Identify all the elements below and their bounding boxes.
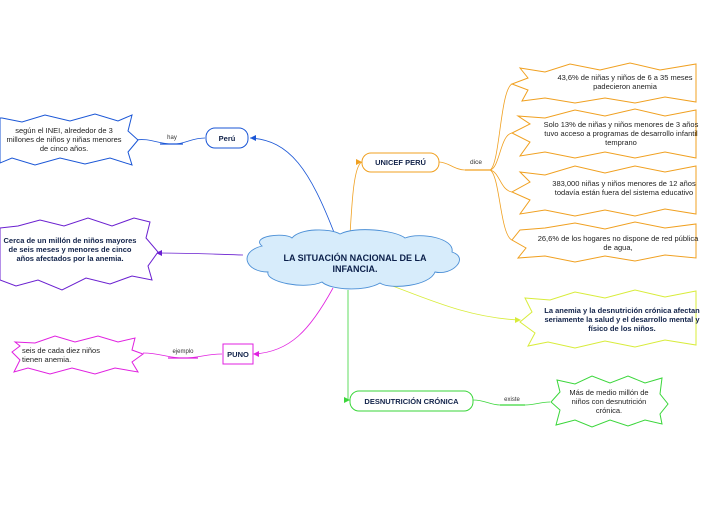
unicef-child-1-text[interactable]: 43,6% de niñas y niños de 6 a 35 meses p… (557, 73, 693, 91)
anemia-text[interactable]: La anemia y la desnutrición crónica afec… (544, 306, 700, 333)
million-text[interactable]: Cerca de un millón de niños mayores de s… (3, 236, 137, 263)
puno-child-text[interactable]: seis de cada diez niños tienen anemia. (22, 346, 100, 364)
unicef-link-label: dice (470, 159, 482, 166)
desnutricion-link-label: existe (504, 397, 520, 403)
connector-unicef (349, 161, 363, 236)
connector-peru (249, 137, 336, 236)
puno-node-shape (222, 343, 254, 365)
puno-node-label[interactable]: PUNO (227, 350, 249, 359)
unicef-child-3-text[interactable]: 383,000 niñas y niños menores de 12 años… (552, 179, 696, 197)
arrow-peru (250, 135, 256, 141)
desnutricion-child-text[interactable]: Más de medio millón de niños con desnutr… (569, 388, 649, 415)
connector-unicef-c4 (489, 169, 513, 241)
central-title[interactable]: LA SITUACIÓN NACIONAL DE LA INFANCIA. (283, 253, 427, 274)
unicef-child-4-text[interactable]: 26,6% de los hogares no dispone de red p… (537, 234, 699, 252)
desnutricion-node-shape (349, 390, 474, 412)
connector-unicef-c2 (489, 132, 513, 171)
unicef-node-shape (361, 152, 440, 173)
peru-child-starburst (0, 113, 139, 166)
million-starburst (0, 217, 159, 291)
puno-link-label: ejemplo (172, 349, 194, 355)
peru-child-text[interactable]: según el INEI, alrededor de 3 millones d… (6, 126, 122, 153)
unicef-child-2-text[interactable]: Solo 13% de niñas y niños menores de 3 a… (543, 120, 699, 147)
connector-anemia (389, 284, 521, 321)
connector-unicef-c1 (489, 83, 513, 171)
peru-node-shape (205, 127, 249, 149)
desnutricion-child-starburst (550, 375, 669, 428)
arrow-anemia (515, 317, 521, 323)
connector-desnutricion (347, 290, 350, 401)
arrow-million (156, 250, 162, 256)
unicef-child-2-starburst (510, 108, 697, 159)
central-cloud-shape (246, 229, 460, 290)
arrow-desnutricion (344, 397, 350, 403)
desnutricion-node-label[interactable]: DESNUTRICIÓN CRÓNICA (364, 397, 459, 406)
arrow-unicef (356, 159, 362, 165)
arrow-puno (253, 351, 259, 357)
connector-puno (253, 287, 334, 355)
anemia-starburst (519, 289, 697, 349)
unicef-child-3-starburst (510, 165, 697, 217)
unicef-node-label[interactable]: UNICEF PERÚ (375, 158, 426, 167)
unicef-child-1-starburst (510, 62, 697, 104)
connector-unicef-dice (438, 161, 490, 171)
unicef-child-4-starburst (511, 221, 697, 263)
connector-million (157, 252, 244, 256)
connector-unicef-c3 (489, 169, 513, 193)
peru-node-label[interactable]: Perú (218, 134, 236, 143)
peru-link-label: hay (167, 135, 177, 141)
puno-child-starburst (11, 335, 145, 375)
